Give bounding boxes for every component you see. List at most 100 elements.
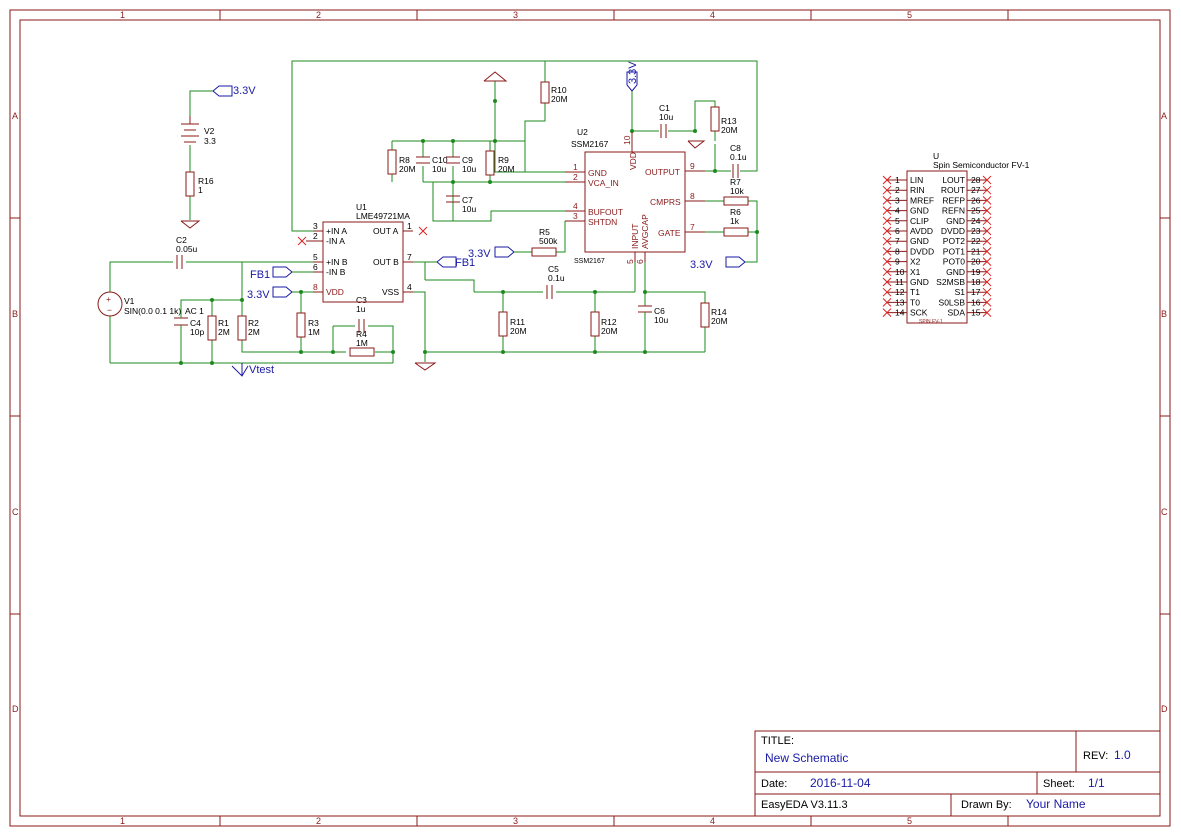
resistor-r1: R1 2M — [207, 315, 230, 341]
fv1-pin-name: S0LSB — [939, 297, 966, 307]
rev-label: REV: — [1083, 750, 1108, 762]
resistor-r2: R2 2M — [237, 315, 260, 341]
fv1-pin-number: 26 — [971, 195, 981, 205]
u2-pin10-num: 10 — [622, 135, 632, 145]
sheet-value: 1/1 — [1088, 776, 1105, 790]
zone-col-4-top: 4 — [710, 10, 715, 20]
fv1-pin-number: 22 — [971, 236, 981, 246]
r14-ref: R14 — [711, 307, 727, 317]
c10-ref: C10 — [432, 155, 448, 165]
capacitor-c9: C9 10u — [446, 155, 476, 174]
no-connect-icon — [982, 287, 992, 297]
fv1-pin-name: POT2 — [943, 236, 965, 246]
r6-value: 1k — [730, 216, 740, 226]
u2-pin8-num: 8 — [690, 191, 695, 201]
fv1-pin-number: 20 — [971, 257, 981, 267]
fv1-part: Spin Semiconductor FV-1 — [933, 160, 1030, 170]
net-label-3v3-gate: 3.3V — [690, 259, 713, 271]
resistor-r16: R16 1 — [185, 171, 214, 197]
no-connect-icon — [882, 308, 892, 317]
c3-value: 1u — [356, 304, 366, 314]
r1-ref: R1 — [218, 318, 229, 328]
c4-value: 10p — [190, 327, 204, 337]
fv1-pin-name: CLIP — [910, 216, 929, 226]
fv1-pin-name: LOUT — [942, 175, 965, 185]
c7-ref: C7 — [462, 195, 473, 205]
r1-value: 2M — [218, 327, 230, 337]
r11-ref: R11 — [510, 317, 525, 327]
u2-pin2-num: 2 — [573, 172, 578, 182]
r5-value: 500k — [539, 236, 558, 246]
title-block: TITLE: New Schematic REV: 1.0 Date: 2016… — [754, 730, 1161, 817]
title-value: New Schematic — [765, 751, 848, 765]
fv1-pin-number: 14 — [895, 308, 905, 318]
no-connect-icon — [982, 196, 992, 205]
c5-ref: C5 — [548, 264, 559, 274]
fv1-pin-right: 28 LOUT — [942, 175, 992, 185]
u1-pin2-name: -IN A — [326, 236, 345, 246]
date-label: Date: — [761, 778, 787, 790]
u1-pin3-num: 3 — [313, 221, 318, 231]
fv1-pin-left: 14 SCK — [882, 308, 928, 318]
c6-value: 10u — [654, 315, 668, 325]
c8-ref: C8 — [730, 143, 741, 153]
fv1-pin-number: 21 — [971, 246, 981, 256]
fv1-pin-name: SCK — [910, 308, 928, 318]
c7-value: 10u — [462, 204, 476, 214]
u1-pin7-num: 7 — [407, 252, 412, 262]
no-connect-icon — [982, 277, 992, 287]
ic-u1: U1 LME49721MA 3 +IN A 2 -IN A 5 +IN B 6 … — [297, 202, 428, 303]
capacitor-c3: C3 1u — [356, 295, 367, 333]
fv1-pin-number: 28 — [971, 175, 981, 185]
r10-ref: R10 — [551, 85, 567, 95]
ground-icon — [414, 362, 437, 371]
u2-sub: SSM2167 — [574, 258, 605, 265]
no-connect-icon — [982, 185, 992, 195]
net-label-fb1-in: FB1 — [250, 269, 270, 281]
fv1-pin-number: 11 — [895, 277, 904, 287]
software-label: EasyEDA V3.11.3 — [761, 799, 848, 811]
c4-ref: C4 — [190, 318, 201, 328]
fv1-pin-number: 4 — [895, 206, 900, 216]
r10-value: 20M — [551, 94, 568, 104]
no-connect-icon — [882, 247, 892, 256]
c1-ref: C1 — [659, 103, 670, 113]
u2-pin5-num: 5 — [625, 259, 635, 264]
resistor-r9: R9 20M — [485, 150, 515, 176]
net-label-vtest: Vtest — [249, 364, 274, 376]
fv1-pin-name: LIN — [910, 175, 923, 185]
fv1-pin-name: DVDD — [910, 246, 934, 256]
capacitor-c10: C10 10u — [416, 155, 448, 174]
r4-ref: R4 — [356, 329, 367, 339]
fv1-pin-name: T1 — [910, 287, 920, 297]
zone-row-d-right: D — [1161, 704, 1168, 714]
r16-value: 1 — [198, 185, 203, 195]
u2-pin6-num: 6 — [635, 259, 645, 264]
v1-ac: AC 1 — [185, 306, 204, 316]
net-ports: 3.3V 3.3V FB1 FB1 3.3V 3.3V 3.3V Vtest — [212, 61, 746, 377]
fv1-pin-name: POT1 — [943, 246, 965, 256]
u2-pin4-name: BUFOUT — [588, 207, 623, 217]
no-connect-icon — [882, 216, 892, 226]
fv1-pin-number: 24 — [971, 216, 981, 226]
svg-text:−: − — [107, 305, 112, 315]
r13-ref: R13 — [721, 116, 737, 126]
r14-value: 20M — [711, 316, 728, 326]
no-connect-icon — [982, 206, 992, 215]
u1-pin5-name: +IN B — [326, 257, 348, 267]
svg-text:+: + — [106, 294, 111, 304]
r7-ref: R7 — [730, 177, 741, 187]
fv1-pin-right: 21 POT1 — [943, 246, 992, 256]
resistor-r11: R11 20M — [498, 311, 527, 337]
fv1-pin-name: REFN — [942, 206, 965, 216]
resistor-r8: R8 20M — [387, 149, 416, 175]
ground-icon — [180, 220, 201, 229]
